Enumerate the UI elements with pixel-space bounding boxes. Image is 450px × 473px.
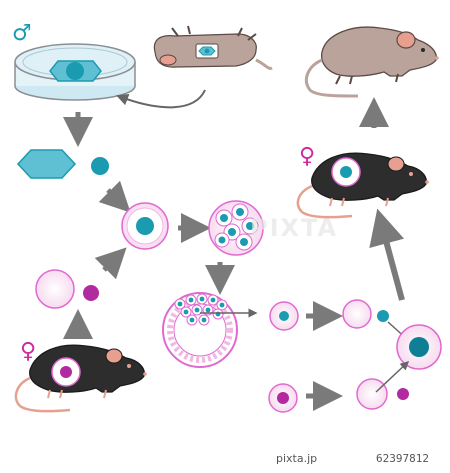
donor-mouse [153, 25, 273, 70]
bottom-egg [268, 383, 298, 413]
offspring-mouse [305, 26, 439, 98]
arrow-mouse-to-dish [116, 89, 206, 109]
blastocyst [162, 292, 238, 368]
bottom-enucleated-egg [356, 378, 388, 410]
morula [208, 200, 264, 256]
footer-image-id: 62397812 [376, 452, 429, 465]
es-cell [269, 301, 299, 331]
female-symbol-top: ♀ [299, 144, 315, 169]
tissue-in-dish [49, 60, 102, 82]
arrow-to-surrogate [369, 208, 405, 301]
removed-nucleus [397, 388, 409, 400]
es-nucleus [377, 310, 389, 322]
watermark: PIXTA [250, 214, 338, 242]
injected-egg [396, 324, 442, 370]
arrow-bottom-to-injected [375, 360, 410, 393]
male-symbol: ♂ [12, 21, 32, 46]
female-symbol-bottom: ♀ [20, 339, 36, 364]
oocyte-nucleus [83, 285, 99, 301]
arrow-to-fusion [98, 180, 131, 213]
arrow-oocyte-up [94, 247, 127, 280]
enucleated-egg [342, 299, 372, 329]
donor-nucleus [91, 157, 109, 175]
recipient-oocyte [35, 269, 75, 309]
footer-site: pixta.jp [276, 452, 318, 465]
footer-bar [0, 449, 450, 469]
reconstructed-egg [121, 202, 169, 250]
oocyte-donor-mouse [14, 344, 147, 413]
somatic-cell [16, 149, 77, 179]
surrogate-mouse [296, 152, 429, 219]
